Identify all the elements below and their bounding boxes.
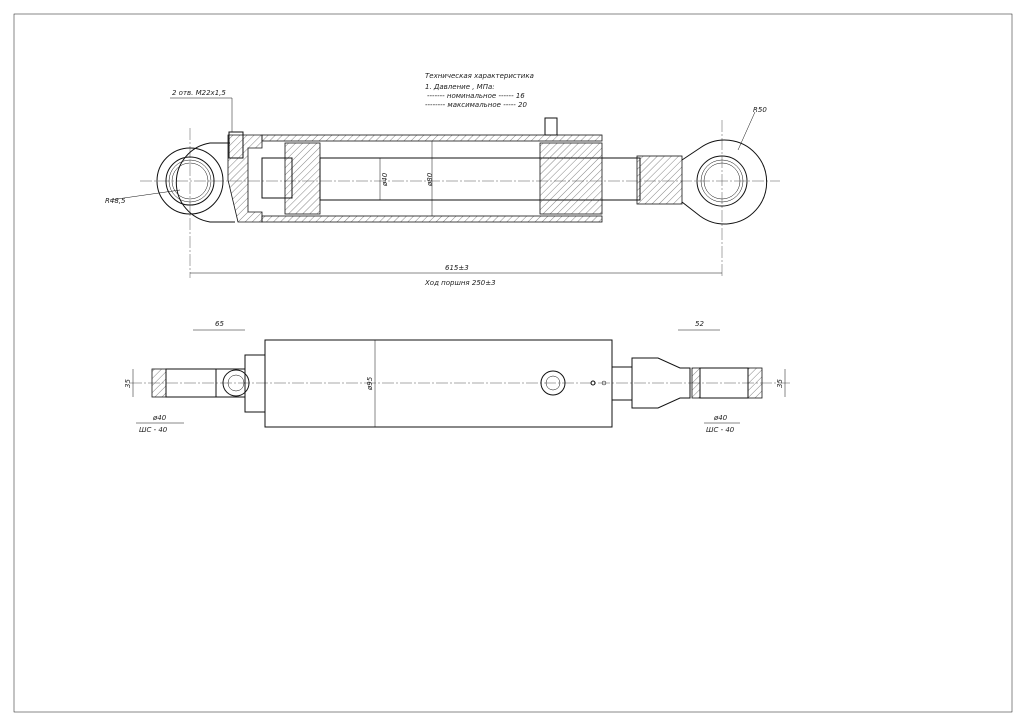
left-width-label: 35 [124,379,132,388]
left-bearing-diameter: ø40 [152,414,167,422]
spec-pressure: 1. Давление , МПа: [425,83,495,91]
right-offset-label: 52 [695,320,704,328]
left-bearing-label: ШС - 40 [139,426,168,434]
spec-nominal: ------- номинальное ------ 16 [427,92,525,100]
side-view: 65 52 35 35 ø95 ø40 ШС - 40 ø40 ШС - 40 [124,320,790,434]
spec-block: Техническая характеристика 1. Давление ,… [425,72,534,109]
right-radius-label: R50 [753,106,767,114]
right-bearing-label: ШС - 40 [706,426,735,434]
rod-diameter-label: ø40 [381,172,389,187]
ports-label: 2 отв. М22х1,5 [172,89,226,97]
right-bearing-diameter: ø40 [713,414,728,422]
spec-maximum: -------- максимальное ----- 20 [425,101,527,109]
drawing-frame [13,13,1013,713]
left-radius-label: R48,5 [105,197,126,205]
body-diameter-label: ø95 [366,376,374,391]
stroke-label: Ход поршня 250±3 [424,279,496,287]
overall-length-label: 615±3 [445,264,469,272]
spec-title: Техническая характеристика [425,72,534,80]
left-offset-label: 65 [215,320,224,328]
right-width-label: 35 [776,379,784,388]
bore-diameter-label: ø80 [426,172,434,187]
top-section-view: 2 отв. М22х1,5 R48,5 R50 ø40 ø80 615±3 Х… [105,89,780,287]
